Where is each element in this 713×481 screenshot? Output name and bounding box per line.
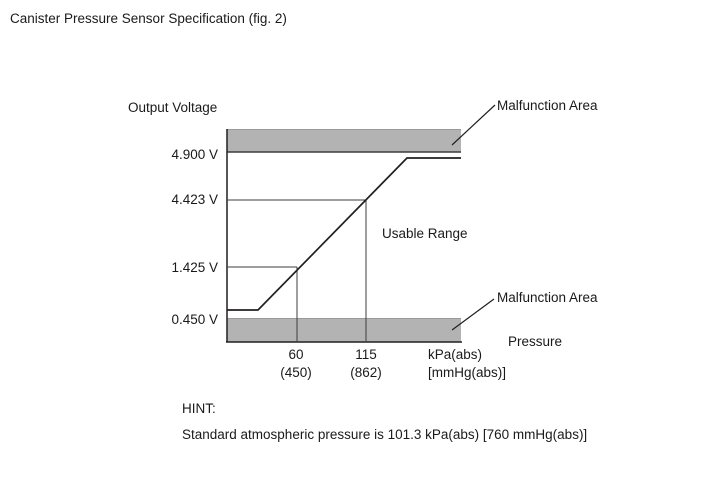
leader-line-malfunction-top <box>451 104 496 146</box>
malfunction-area-label-top: Malfunction Area <box>497 98 598 113</box>
y-tick-1425mv: 1.425 V <box>171 260 218 275</box>
x-tick-115kpa: 115 (862) <box>321 346 411 382</box>
usable-range-label: Usable Range <box>382 226 468 241</box>
y-tick-4900mv: 4.900 V <box>171 147 218 162</box>
x-tick-115kpa-secondary: (862) <box>350 365 382 380</box>
x-tick-115kpa-primary: 115 <box>355 347 377 362</box>
x-tick-60kpa-primary: 60 <box>288 347 304 362</box>
y-tick-4423mv: 4.423 V <box>171 192 218 207</box>
x-axis-unit-primary: kPa(abs) <box>428 347 483 362</box>
malfunction-band-bottom <box>227 318 461 342</box>
x-axis-title: Pressure <box>508 334 563 349</box>
y-tick-450mv: 0.450 V <box>171 312 218 327</box>
x-axis-unit-secondary: [mmHg(abs)] <box>428 365 507 380</box>
malfunction-area-label-bottom: Malfunction Area <box>497 290 598 305</box>
malfunction-band-top <box>227 129 461 152</box>
x-axis-units: kPa(abs) [mmHg(abs)] <box>428 346 568 382</box>
leader-line-malfunction-bottom <box>451 298 495 331</box>
sensor-output-curve <box>227 157 461 311</box>
hint-text: Standard atmospheric pressure is 101.3 k… <box>182 427 588 442</box>
y-axis-title: Output Voltage <box>128 100 218 115</box>
x-tick-60kpa-secondary: (450) <box>280 365 312 380</box>
hint-heading: HINT: <box>182 401 216 416</box>
figure-title: Canister Pressure Sensor Specification (… <box>10 11 287 26</box>
x-tick-60kpa: 60 (450) <box>251 346 341 382</box>
